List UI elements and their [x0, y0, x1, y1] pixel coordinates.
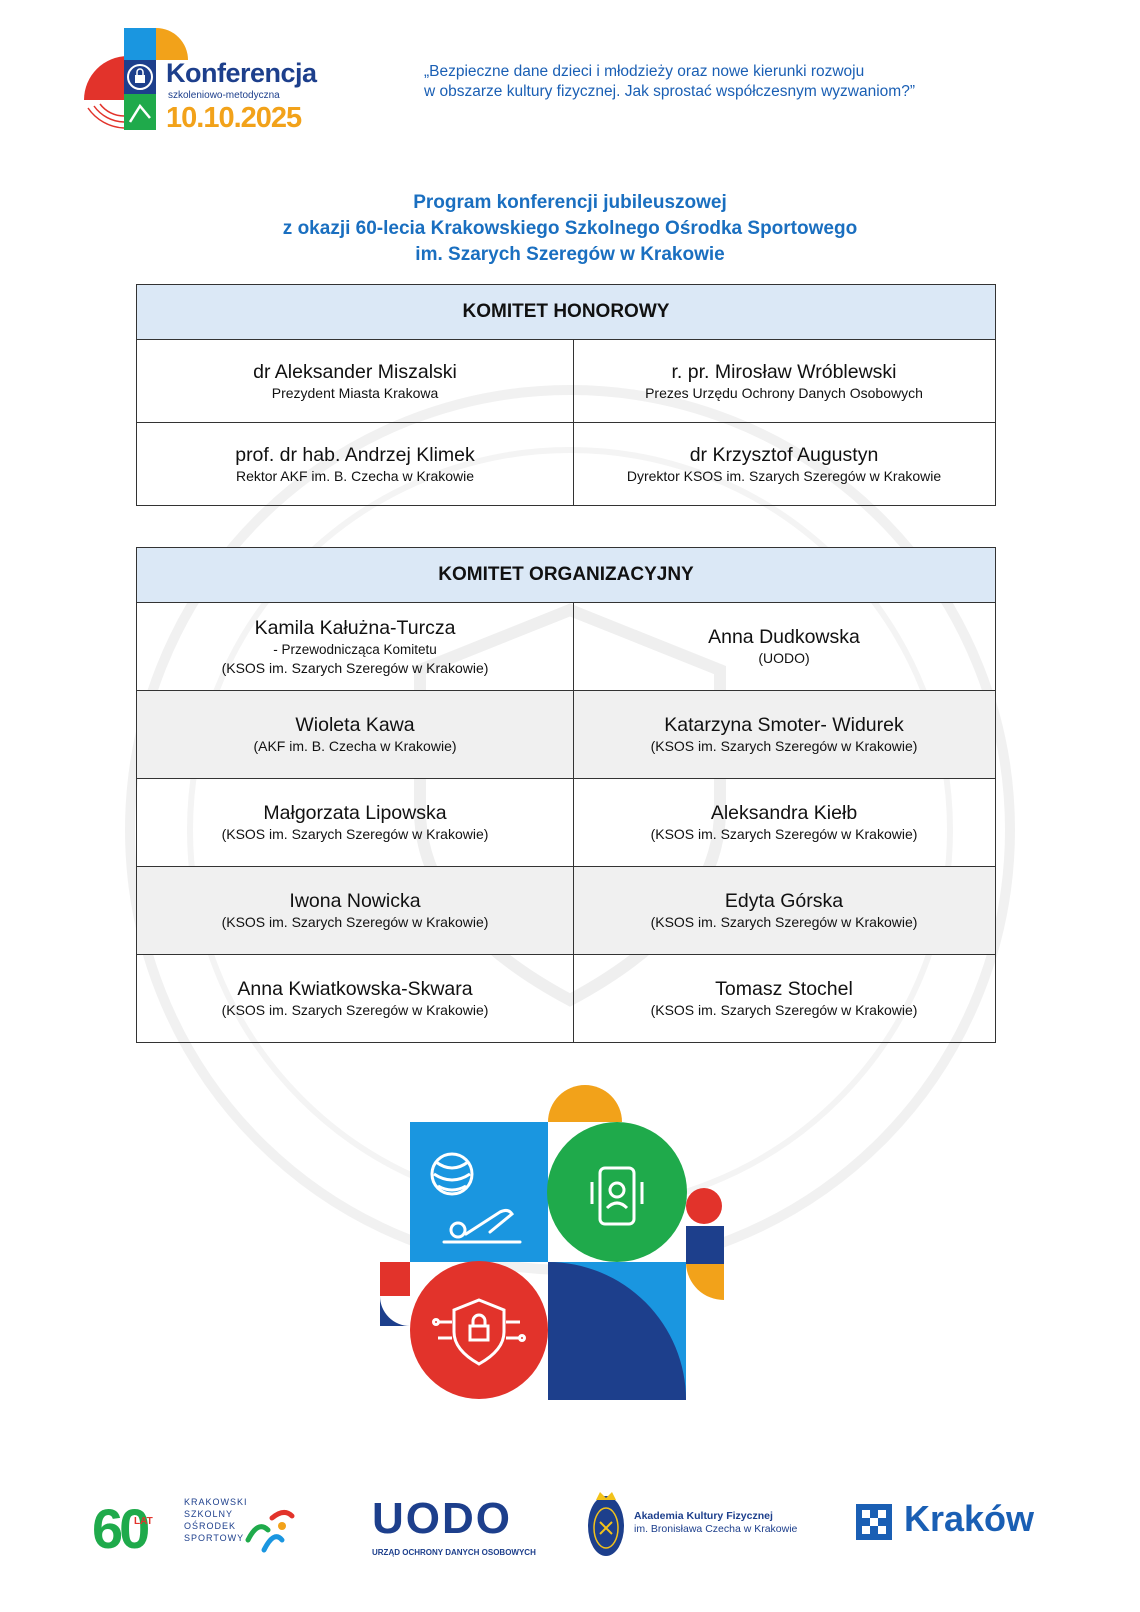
member-name: Anna Kwiatkowska-Skwara	[237, 978, 473, 1000]
member-affiliation: (KSOS im. Szarych Szeregów w Krakowie)	[650, 826, 918, 842]
table-row: Wioleta Kawa (AKF im. B. Czecha w Krakow…	[137, 691, 995, 779]
krakow-wordmark: Kraków	[904, 1498, 1035, 1539]
member-name: Aleksandra Kiełb	[710, 802, 858, 824]
ksos-name: KRAKOWSKI SZKOLNY OŚRODEK SPORTOWY	[184, 1496, 248, 1544]
committee-chair: Kamila Kałużna-Turcza - Przewodnicząca K…	[137, 603, 574, 690]
krakow-grid-icon	[856, 1504, 892, 1540]
ksos-name-line-3: OŚRODEK	[184, 1521, 237, 1531]
member-role: Rektor AKF im. B. Czecha w Krakowie	[235, 467, 475, 484]
quote-line-1: „Bezpieczne dane dzieci i młodzieży oraz…	[424, 63, 865, 80]
uodo-caption: URZĄD OCHRONY DANYCH OSOBOWYCH	[372, 1548, 536, 1557]
lock-shield-icon	[432, 1298, 526, 1366]
committee-member: Małgorzata Lipowska (KSOS im. Szarych Sz…	[137, 779, 574, 866]
member-name: dr Krzysztof Augustyn	[689, 443, 879, 466]
ksos-60-logo: 60 LAT KRAKOWSKI SZKOLNY OŚRODEK SPORTOW…	[92, 1490, 302, 1574]
ksos-name-line-2: SZKOLNY	[184, 1509, 234, 1519]
conference-logo-date: 10.10.2025	[166, 102, 302, 135]
member-affiliation: (AKF im. B. Czecha w Krakowie)	[253, 738, 457, 754]
ksos-runner-mark	[245, 1510, 295, 1553]
conference-theme-quote: „Bezpieczne dane dzieci i młodzieży oraz…	[424, 62, 1024, 102]
conference-date: 10.10.2025	[166, 102, 302, 134]
member-name: prof. dr hab. Andrzej Klimek	[235, 443, 475, 466]
akf-name-line-2: im. Bronisława Czecha w Krakowie	[634, 1523, 798, 1535]
conference-logo-title: Konferencja	[166, 58, 317, 88]
member-name: Edyta Górska	[724, 890, 844, 912]
member-affiliation: (KSOS im. Szarych Szeregów w Krakowie)	[650, 738, 918, 754]
member-name: Iwona Nowicka	[289, 890, 421, 912]
program-title-line-1: Program konferencji jubileuszowej	[413, 192, 727, 213]
ksos-name-line-4: SPORTOWY	[184, 1533, 245, 1543]
akf-crest-icon	[588, 1492, 624, 1556]
member-name: r. pr. Mirosław Wróblewski	[671, 360, 897, 383]
committee-member: r. pr. Mirosław Wróblewski Prezes Urzędu…	[574, 340, 994, 422]
committee-member: dr Krzysztof Augustyn Dyrektor KSOS im. …	[574, 423, 994, 505]
table-row: prof. dr hab. Andrzej Klimek Rektor AKF …	[137, 423, 995, 505]
program-title-line-2: z okazji 60-lecia Krakowskiego Szkolnego…	[282, 218, 858, 239]
table-row: dr Aleksander Miszalski Prezydent Miasta…	[137, 340, 995, 423]
table-row: Anna Kwiatkowska-Skwara (KSOS im. Szaryc…	[137, 955, 995, 1042]
member-role: Prezydent Miasta Krakowa	[271, 384, 439, 401]
member-role: Dyrektor KSOS im. Szarych Szeregów w Kra…	[626, 467, 942, 484]
uodo-mark: UODO	[372, 1494, 512, 1543]
member-affiliation: (KSOS im. Szarych Szeregów w Krakowie)	[221, 826, 489, 842]
member-affiliation: (KSOS im. Szarych Szeregów w Krakowie)	[650, 914, 918, 930]
committee-member: Aleksandra Kiełb (KSOS im. Szarych Szere…	[574, 779, 994, 866]
member-name: Tomasz Stochel	[715, 978, 853, 1000]
member-role: - Przewodnicząca Komitetu	[273, 641, 437, 657]
table-row: Małgorzata Lipowska (KSOS im. Szarych Sz…	[137, 779, 995, 867]
krakow-logo: Kraków	[854, 1498, 1034, 1552]
member-name: dr Aleksander Miszalski	[253, 360, 457, 383]
organizing-committee-heading: KOMITET ORGANIZACYJNY	[137, 548, 995, 603]
committee-member: Anna Dudkowska (UODO)	[574, 603, 994, 690]
conference-logo-mark	[84, 28, 188, 130]
conference-logo: Konferencja szkoleniowo-metodyczna 10.10…	[84, 22, 344, 134]
akf-logo: Akademia Kultury Fizycznej im. Bronisław…	[586, 1488, 806, 1572]
committee-member: Wioleta Kawa (AKF im. B. Czecha w Krakow…	[137, 691, 574, 778]
ball-icon	[430, 1152, 474, 1196]
committee-member: Anna Kwiatkowska-Skwara (KSOS im. Szaryc…	[137, 955, 574, 1042]
ksos-lat-label: LAT	[134, 1516, 153, 1527]
member-name: Małgorzata Lipowska	[263, 802, 447, 824]
uodo-logo: UODO URZĄD OCHRONY DANYCH OSOBOWYCH	[372, 1494, 536, 1564]
committee-member: dr Aleksander Miszalski Prezydent Miasta…	[137, 340, 574, 422]
member-affiliation: (KSOS im. Szarych Szeregów w Krakowie)	[650, 1002, 918, 1018]
member-name: Wioleta Kawa	[295, 714, 415, 736]
committee-member: prof. dr hab. Andrzej Klimek Rektor AKF …	[137, 423, 574, 505]
stretching-person-icon	[442, 1208, 522, 1244]
conference-logo-subtitle: szkoleniowo-metodyczna	[168, 90, 280, 101]
akf-name-line-1: Akademia Kultury Fizycznej	[634, 1510, 773, 1522]
table-row: Kamila Kałużna-Turcza - Przewodnicząca K…	[137, 603, 995, 691]
committee-member: Edyta Górska (KSOS im. Szarych Szeregów …	[574, 867, 994, 954]
committee-member: Iwona Nowicka (KSOS im. Szarych Szeregów…	[137, 867, 574, 954]
member-name: Katarzyna Smoter- Widurek	[664, 714, 904, 736]
table-row: Iwona Nowicka (KSOS im. Szarych Szeregów…	[137, 867, 995, 955]
quote-line-2: w obszarze kultury fizycznej. Jak sprost…	[424, 83, 915, 100]
akf-name: Akademia Kultury Fizycznej im. Bronisław…	[634, 1510, 797, 1536]
program-title-line-3: im. Szarych Szeregów w Krakowie	[415, 244, 725, 265]
ksos-60-number: 60	[92, 1497, 150, 1560]
honorary-committee-heading: KOMITET HONOROWY	[137, 285, 995, 340]
committee-member: Tomasz Stochel (KSOS im. Szarych Szeregó…	[574, 955, 994, 1042]
member-affiliation: (KSOS im. Szarych Szeregów w Krakowie)	[221, 659, 489, 676]
smartphone-user-icon	[590, 1166, 644, 1226]
member-role: Prezes Urzędu Ochrony Danych Osobowych	[645, 384, 923, 401]
member-affiliation: (UODO)	[758, 650, 810, 666]
program-title: Program konferencji jubileuszowej z okaz…	[140, 190, 1000, 268]
honorary-committee-table: KOMITET HONOROWY dr Aleksander Miszalski…	[136, 284, 996, 506]
member-name: Anna Dudkowska	[708, 626, 860, 648]
member-affiliation: (KSOS im. Szarych Szeregów w Krakowie)	[221, 914, 489, 930]
committee-member: Katarzyna Smoter- Widurek (KSOS im. Szar…	[574, 691, 994, 778]
member-name: Kamila Kałużna-Turcza	[254, 616, 456, 639]
ksos-name-line-1: KRAKOWSKI	[184, 1497, 248, 1507]
member-affiliation: (KSOS im. Szarych Szeregów w Krakowie)	[221, 1002, 489, 1018]
organizing-committee-table: KOMITET ORGANIZACYJNY Kamila Kałużna-Tur…	[136, 547, 996, 1043]
decorative-artwork	[380, 1085, 724, 1400]
